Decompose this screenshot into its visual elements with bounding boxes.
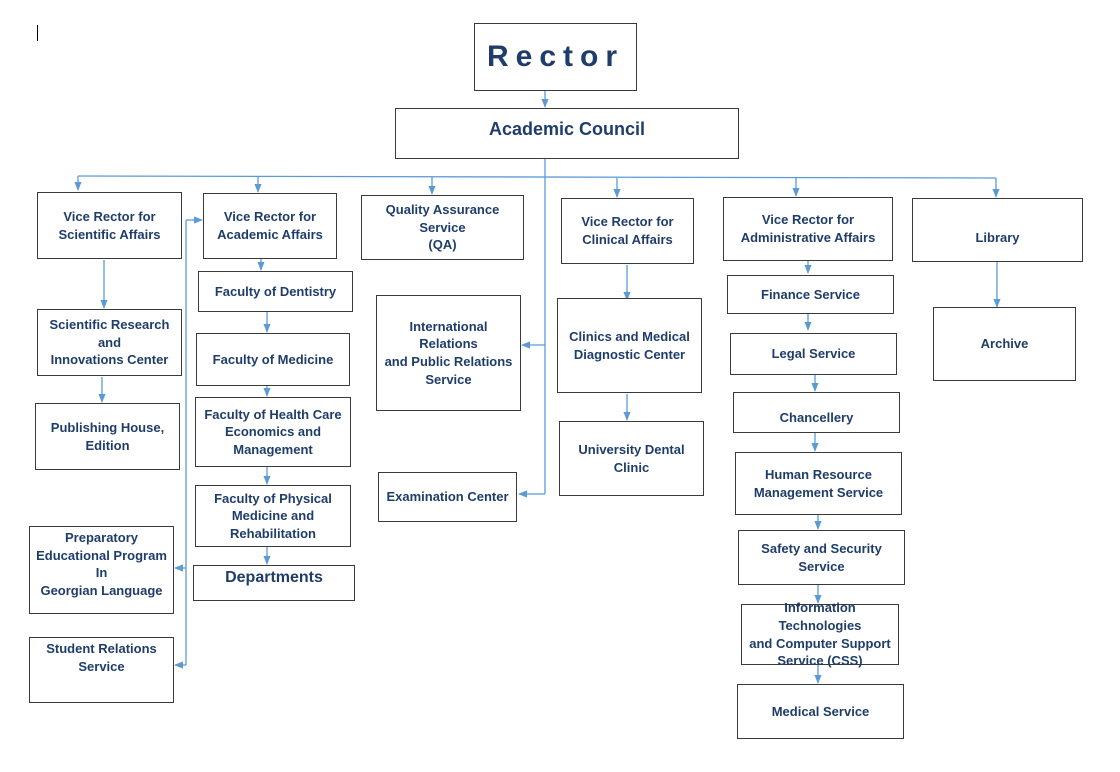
- node-medical[interactable]: Medical Service: [737, 684, 904, 739]
- node-dental-clinic[interactable]: University Dental Clinic: [559, 421, 704, 496]
- node-legal[interactable]: Legal Service: [730, 333, 897, 375]
- node-departments[interactable]: Departments: [193, 565, 355, 601]
- node-fac-physical[interactable]: Faculty of Physical Medicine and Rehabil…: [195, 485, 351, 547]
- node-vr-academic[interactable]: Vice Rector for Academic Affairs: [203, 193, 337, 259]
- edge-main-bus: [77, 175, 997, 179]
- node-vr-admin[interactable]: Vice Rector for Administrative Affairs: [723, 197, 893, 261]
- node-finance[interactable]: Finance Service: [727, 275, 894, 314]
- node-library[interactable]: Library: [912, 198, 1083, 262]
- node-student-relations[interactable]: Student Relations Service: [29, 637, 174, 703]
- node-publishing[interactable]: Publishing House, Edition: [35, 403, 180, 470]
- node-chancellery[interactable]: Chancellery: [733, 392, 900, 433]
- node-vr-clinical[interactable]: Vice Rector for Clinical Affairs: [561, 198, 694, 264]
- node-rector[interactable]: Rector: [474, 23, 637, 91]
- node-examination[interactable]: Examination Center: [378, 472, 517, 522]
- node-clinics[interactable]: Clinics and Medical Diagnostic Center: [557, 298, 702, 393]
- node-archive[interactable]: Archive: [933, 307, 1076, 381]
- node-fac-dentistry[interactable]: Faculty of Dentistry: [198, 271, 353, 312]
- node-safety[interactable]: Safety and Security Service: [738, 530, 905, 585]
- node-fac-medicine[interactable]: Faculty of Medicine: [196, 333, 350, 386]
- node-international[interactable]: International Relations and Public Relat…: [376, 295, 521, 411]
- node-preparatory[interactable]: Preparatory Educational Program In Georg…: [29, 526, 174, 614]
- node-scientific-research[interactable]: Scientific Research and Innovations Cent…: [37, 309, 182, 376]
- node-vr-scientific[interactable]: Vice Rector for Scientific Affairs: [37, 192, 182, 259]
- node-hr[interactable]: Human Resource Management Service: [735, 452, 902, 515]
- node-quality-assurance[interactable]: Quality Assurance Service (QA): [361, 195, 524, 260]
- node-academic-council[interactable]: Academic Council: [395, 108, 739, 159]
- text-cursor: [37, 25, 38, 41]
- node-it[interactable]: Information Technologies and Computer Su…: [741, 600, 899, 668]
- node-fac-health[interactable]: Faculty of Health Care Economics and Man…: [195, 397, 351, 467]
